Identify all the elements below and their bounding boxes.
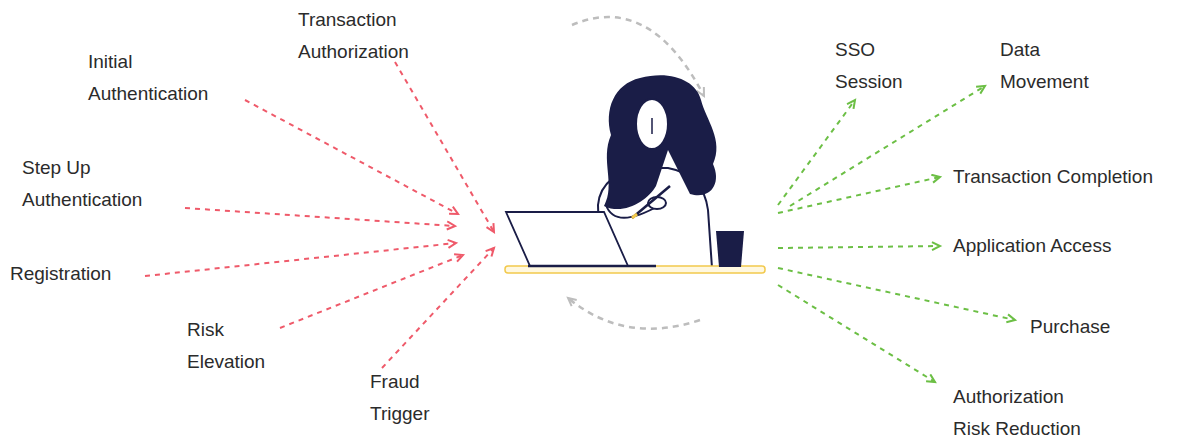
flow-label: SSO Session (835, 34, 925, 98)
laptop-screen (506, 212, 628, 266)
flow-label: Authorization Risk Reduction (953, 381, 1103, 438)
flow-label: Transaction Completion (953, 161, 1193, 193)
flow-label: Transaction Authorization (298, 4, 443, 68)
flow-label: Purchase (1030, 311, 1170, 343)
flow-label: Step Up Authentication (22, 152, 172, 216)
incoming-arrow (245, 100, 458, 214)
outgoing-arrow (778, 268, 1015, 320)
flow-label: Application Access (953, 230, 1173, 262)
cup (716, 231, 744, 267)
flow-label: Registration (10, 258, 170, 290)
flow-label: Risk Elevation (187, 314, 287, 378)
incoming-arrow (395, 62, 494, 232)
outgoing-arrows (778, 86, 1015, 382)
outgoing-arrow (778, 177, 940, 213)
hair (604, 75, 716, 209)
face (636, 99, 668, 149)
nose (651, 118, 653, 134)
pencil (632, 186, 670, 218)
incoming-arrow (280, 255, 463, 328)
pencil-tip (632, 214, 637, 218)
flow-label: Initial Authentication (88, 46, 238, 110)
flow-label: Data Movement (1000, 34, 1118, 98)
outgoing-arrow (778, 285, 935, 382)
flow-label: Fraud Trigger (370, 366, 450, 430)
cycle-arrow (568, 298, 700, 329)
incoming-arrow (185, 208, 455, 226)
incoming-arrow (382, 248, 494, 368)
incoming-arrow (145, 243, 456, 276)
outgoing-arrow (778, 246, 940, 248)
laptop-base (528, 265, 656, 268)
desk (505, 266, 765, 273)
